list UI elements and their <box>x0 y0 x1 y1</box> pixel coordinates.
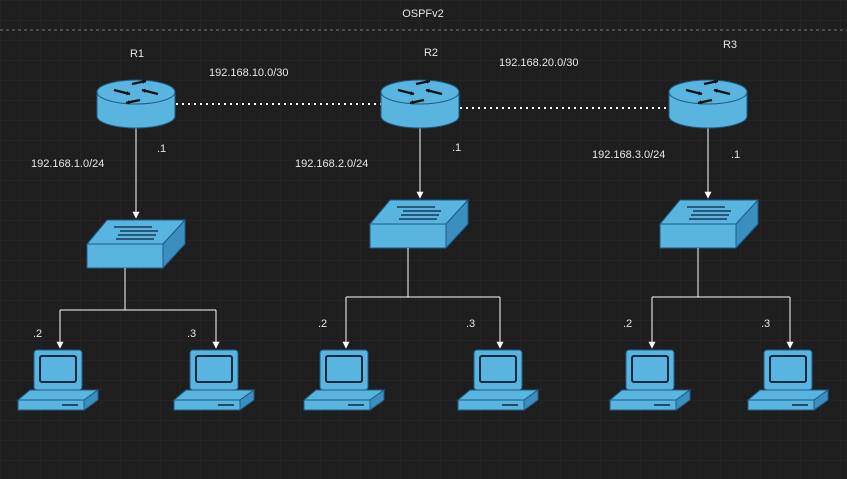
router-label: R3 <box>723 39 737 51</box>
subnet-label: 192.168.1.0/24 <box>31 158 104 170</box>
pc-icon[interactable] <box>172 349 256 411</box>
switch-icon[interactable] <box>368 198 470 250</box>
host-label: .3 <box>466 318 475 330</box>
site-r3: R3 .1 192.168.3.0/24 .2 .3 <box>592 39 830 411</box>
host-label: .2 <box>623 318 632 330</box>
pc-icon[interactable] <box>746 349 830 411</box>
host-label: .2 <box>33 328 42 340</box>
gateway-label: .1 <box>157 143 166 155</box>
pc-icon[interactable] <box>456 349 540 411</box>
switch-icon[interactable] <box>658 198 760 250</box>
host-label: .3 <box>761 318 770 330</box>
subnet-label: 192.168.2.0/24 <box>295 158 368 170</box>
router-label: R2 <box>424 47 438 59</box>
router-label: R1 <box>130 48 144 60</box>
pc-icon[interactable] <box>16 349 100 411</box>
site-r2: R2 .1 192.168.2.0/24 .2 .3 <box>295 47 540 411</box>
host-label: .3 <box>187 328 196 340</box>
router-icon[interactable] <box>96 79 176 129</box>
router-icon[interactable] <box>380 79 460 129</box>
gateway-label: .1 <box>452 142 461 154</box>
router-icon[interactable] <box>668 79 748 129</box>
gateway-label: .1 <box>731 149 740 161</box>
host-label: .2 <box>318 318 327 330</box>
subnet-label: 192.168.3.0/24 <box>592 149 665 161</box>
switch-icon[interactable] <box>85 218 187 270</box>
pc-icon[interactable] <box>302 349 386 411</box>
link-label-r1-r2: 192.168.10.0/30 <box>209 67 289 79</box>
diagram-title: OSPFv2 <box>402 8 444 20</box>
site-r1: R1 .1 192.168.1.0/24 .2 .3 <box>16 48 256 411</box>
pc-icon[interactable] <box>608 349 692 411</box>
link-label-r2-r3: 192.168.20.0/30 <box>499 57 579 69</box>
